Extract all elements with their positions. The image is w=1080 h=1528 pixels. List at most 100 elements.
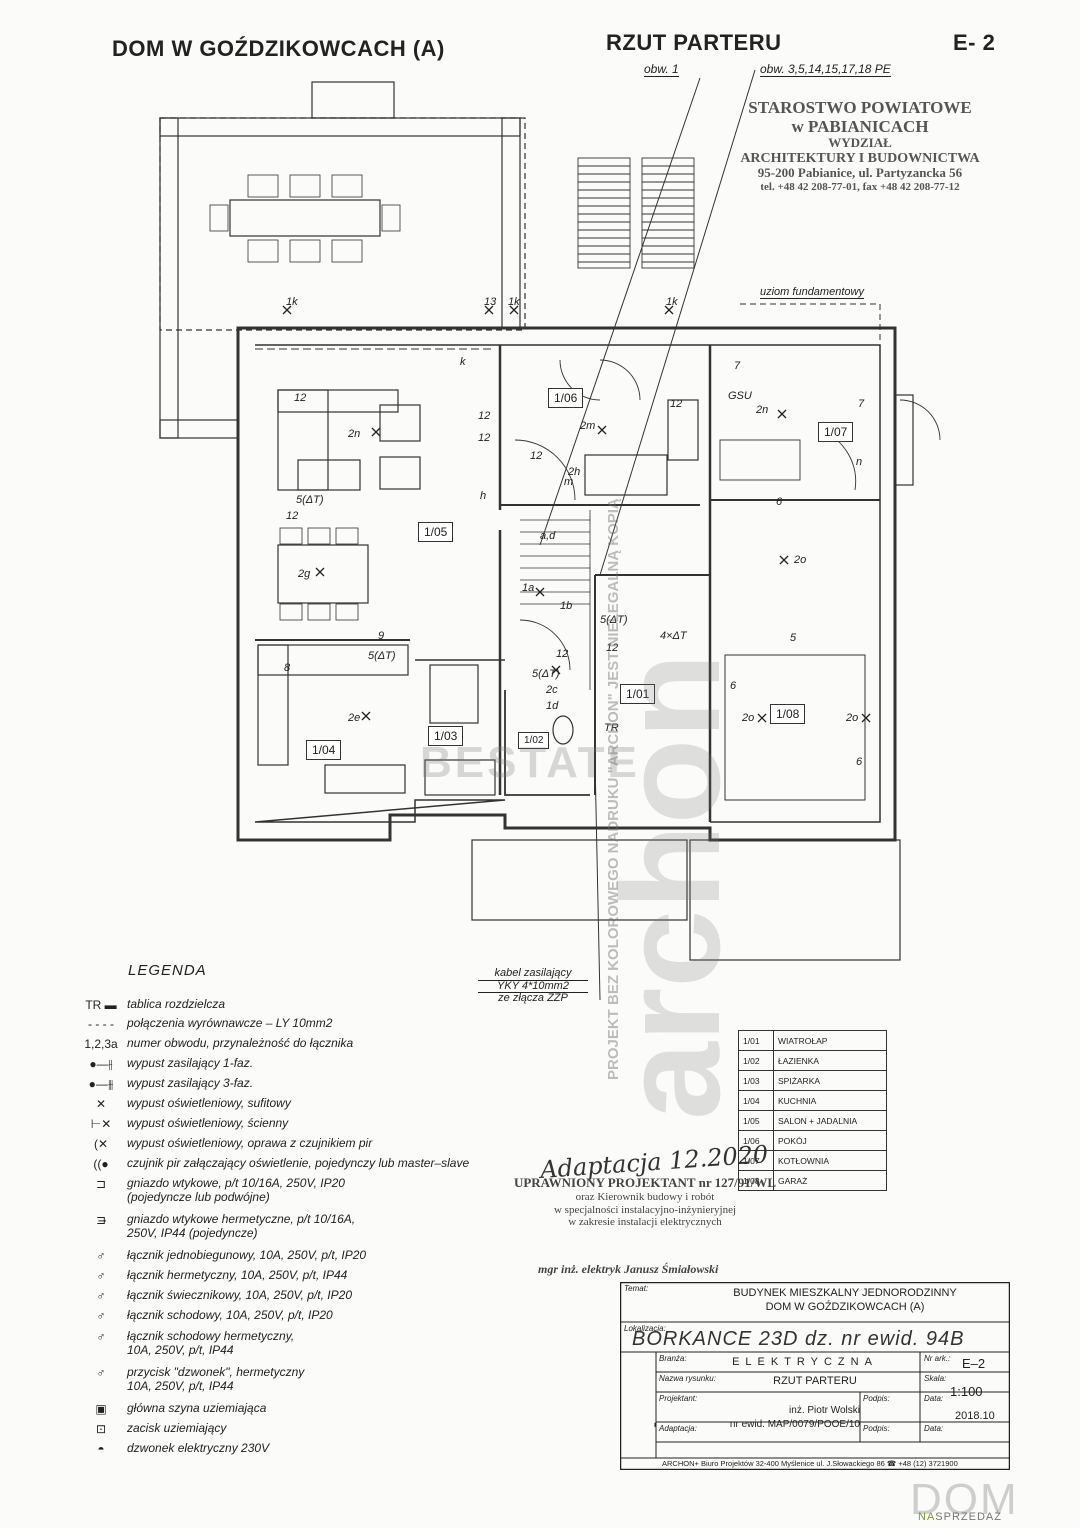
tb-temat: BUDYNEK MIESZKALNY JEDNORODZINNY DOM W G… <box>690 1287 1000 1315</box>
legend-row: ✕wypust oświetleniowy, sufitowy <box>75 1096 291 1111</box>
legend-symbol-icon: ⊡ <box>95 1422 107 1436</box>
circuit-note-2: obw. 3,5,14,15,17,18 PE <box>760 62 891 77</box>
circuit-label: 12 <box>670 398 683 410</box>
title-block-grid <box>620 1282 1010 1470</box>
legend-row: - - - -połączenia wyrównawcze – LY 10mm2 <box>75 1016 332 1031</box>
watermark-bestate: BESTATE <box>420 738 640 787</box>
room-number: 1/03 <box>738 1070 774 1091</box>
legend-text: tablica rozdzielcza <box>127 997 226 1011</box>
room-number: 1/01 <box>738 1030 774 1051</box>
room-label-1-06: 1/06 <box>548 388 584 408</box>
legend-text: gniazdo wtykowe, p/t 10/16A, 250V, IP20 … <box>127 1176 345 1204</box>
legend-symbol-icon: ♂ <box>96 1269 106 1283</box>
sheet-name: RZUT PARTERU <box>606 30 782 55</box>
circuit-label: 7 <box>858 398 865 410</box>
stamp-line: w PABIANICACH <box>791 117 929 137</box>
circuit-label: 2n <box>348 428 361 440</box>
tb-label: Nr ark.: <box>924 1354 951 1363</box>
legend-text: łącznik jednobiegunowy, 10A, 250V, p/t, … <box>127 1248 367 1262</box>
circuit-label: 2o <box>794 554 807 566</box>
circuit-label: 1a <box>522 582 535 594</box>
legend-symbol-icon: ⊐̶ <box>95 1213 107 1227</box>
circuit-label: 6 <box>730 680 737 692</box>
legend-text: wypust oświetleniowy, sufitowy <box>127 1096 291 1110</box>
legend-row: (✕wypust oświetleniowy, oprawa z czujnik… <box>75 1136 372 1151</box>
room-name: POKÓJ <box>773 1130 887 1151</box>
circuit-label: 12 <box>606 642 619 654</box>
circuit-label: 6 <box>776 496 783 508</box>
tb-label: Data: <box>924 1424 944 1433</box>
circuit-label: 1k <box>666 296 678 308</box>
room-number: 1/05 <box>738 1110 774 1131</box>
circuit-label: n <box>856 456 863 468</box>
cable-line: ze złącza ZZP <box>498 992 568 1005</box>
legend-symbol-icon: ▣ <box>95 1402 107 1416</box>
tb-label: Branża: <box>659 1354 687 1363</box>
room-label-1-01: 1/01 <box>620 684 656 704</box>
room-name: ŁAZIENKA <box>773 1050 887 1071</box>
legend-symbol-icon: ⊐ <box>95 1177 107 1191</box>
circuit-label: 1k <box>508 296 520 308</box>
stamp-line: w specjalności instalacyjno-inżynieryjne… <box>553 1203 737 1216</box>
room-number: 1/04 <box>738 1090 774 1111</box>
circuit-label: GSU <box>728 390 752 402</box>
stamp-line: ARCHITEKTURY I BUDOWNICTWA <box>740 150 980 166</box>
circuit-label: 12 <box>478 432 491 444</box>
sheet-number: E- 2 <box>953 30 996 55</box>
tb-label: Data: <box>924 1394 944 1403</box>
legend-symbol-icon: ♂ <box>96 1366 106 1380</box>
floor-plan <box>159 69 941 1000</box>
circuit-label: 1b <box>560 600 573 612</box>
tb-skala: 1:100 <box>950 1384 983 1399</box>
room-number: 1/02 <box>738 1050 774 1071</box>
tb-projektant: inż. Piotr Wolski nr ewid. MAP/0079/POOE… <box>664 1404 860 1432</box>
legend-row: ♂łącznik schodowy hermetyczny, 10A, 250V… <box>75 1329 295 1358</box>
tb-lokalizacja: BORKANCE 23D dz. nr ewid. 94B <box>632 1328 965 1350</box>
legend-row: ⊐̶gniazdo wtykowe hermetyczne, p/t 10/16… <box>75 1212 355 1241</box>
circuit-label: 7 <box>734 360 741 372</box>
cable-line: YKY 4*10mm2 <box>478 979 588 994</box>
tb-label: Temat: <box>624 1284 649 1293</box>
circuit-label: 5(ΔT) <box>532 668 560 680</box>
legend-text: numer obwodu, przynależność do łącznika <box>127 1036 354 1050</box>
circuit-label: 2o <box>742 712 755 724</box>
tb-label: Podpis: <box>863 1424 890 1433</box>
official-stamp: STAROSTWO POWIATOWE w PABIANICACH WYDZIA… <box>700 98 1020 193</box>
room-label-1-03: 1/03 <box>428 726 464 746</box>
tb-nrark: E–2 <box>962 1356 986 1371</box>
stamp-line: w zakresie instalacji elektrycznych <box>568 1216 722 1229</box>
tb-data: 2018.10 <box>955 1410 995 1422</box>
corner-logo-na: NA <box>918 1511 936 1523</box>
stamp-line: tel. +48 42 208-77-01, fax +48 42 208-77… <box>760 180 960 193</box>
legend-text: zacisk uziemiający <box>127 1421 227 1435</box>
tb-label: Projektant: <box>659 1394 698 1403</box>
legend-row: ♂łącznik jednobiegunowy, 10A, 250V, p/t,… <box>75 1248 367 1263</box>
tb-label: Nazwa rysunku: <box>659 1374 716 1383</box>
circuit-label: 2g <box>298 568 311 580</box>
stamp-line: WYDZIAŁ <box>828 135 892 151</box>
stamp-line: UPRAWNIONY PROJEKTANT nr 127/91/WL <box>513 1175 777 1190</box>
room-name: KUCHNIA <box>773 1090 887 1111</box>
circuit-label: 2m <box>580 420 596 432</box>
circuit-label: 4×ΔT <box>660 630 687 642</box>
legend-text: wypust zasilający 1-faz. <box>127 1056 254 1070</box>
designer-stamp: UPRAWNIONY PROJEKTANT nr 127/91/WL oraz … <box>510 1175 780 1229</box>
room-label-1-08: 1/08 <box>770 704 806 724</box>
legend-row: TR ▬ tablica rozdzielcza <box>75 997 226 1012</box>
circuit-label: 12 <box>294 392 307 404</box>
legend-symbol-icon: ●—⫲ <box>89 1057 113 1071</box>
circuit-label: 2c <box>546 684 558 696</box>
legend-text: łącznik schodowy, 10A, 250V, p/t, IP20 <box>127 1308 333 1322</box>
tb-footer: ARCHON+ Biuro Projektów 32-400 Myślenice… <box>662 1459 958 1468</box>
circuit-label: 5(ΔT) <box>296 494 324 506</box>
legend-text: główna szyna uziemiająca <box>127 1401 267 1415</box>
circuit-label: 12 <box>478 410 491 422</box>
room-label-1-04: 1/04 <box>306 740 342 760</box>
legend-symbol-icon: TR ▬ <box>85 998 117 1012</box>
legend-symbol-icon: ◓ <box>97 1442 105 1456</box>
room-label-1-05: 1/05 <box>418 522 454 542</box>
